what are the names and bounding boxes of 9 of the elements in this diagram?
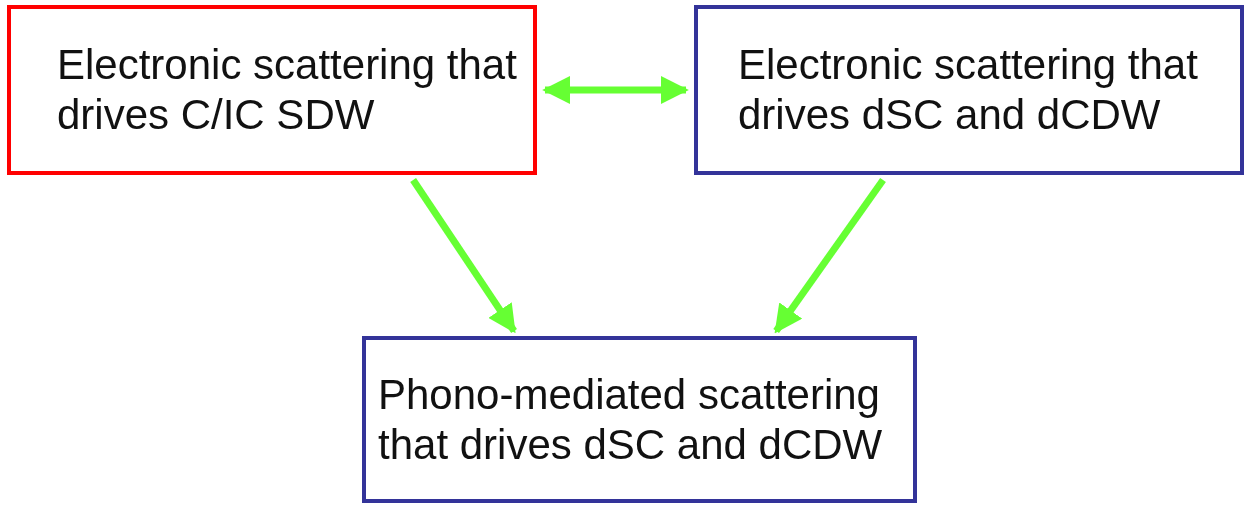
box-label: Electronic scattering that drives C/IC SDW <box>57 40 517 140</box>
process-box <box>694 5 1244 175</box>
arrow <box>773 177 886 334</box>
box-label: Phono-mediated scattering that drives dSC and dCDW <box>378 369 884 470</box>
box-label: Electronic scattering that drives dSC and dCDW <box>738 40 1199 140</box>
arrow <box>542 76 689 104</box>
process-box <box>7 5 537 175</box>
process-box <box>362 336 917 503</box>
arrow <box>410 178 517 334</box>
